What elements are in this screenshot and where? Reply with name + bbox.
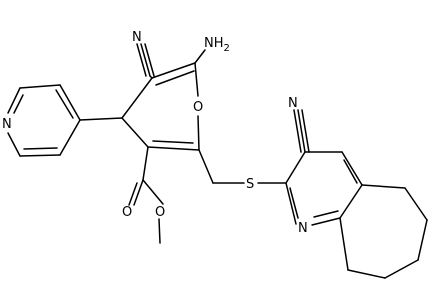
atom-n-ring-right: N — [298, 221, 308, 236]
pyridine-ring-left — [7, 84, 123, 157]
cycloheptane-ring — [339, 184, 428, 279]
atom-o-ester: O — [155, 205, 165, 220]
atom-n-pyridine: N — [2, 117, 12, 132]
atom-nh2-subscript: 2 — [224, 43, 230, 54]
atom-o-ring: O — [193, 100, 203, 115]
atom-nh2: NH2 — [204, 36, 230, 54]
cyano-group-right — [293, 109, 310, 153]
pyridine-ring-right — [285, 151, 363, 226]
atom-s-thioether: S — [246, 177, 254, 192]
amino-bond — [194, 49, 206, 64]
atom-nh2-label: NH — [204, 36, 224, 51]
thioether-linker — [198, 149, 287, 184]
pyran-ring — [121, 62, 200, 151]
atom-n-cyano-right: N — [288, 96, 298, 111]
ester-group — [128, 146, 164, 244]
cyano-group-top — [136, 43, 155, 79]
atom-o-carbonyl: O — [122, 205, 132, 220]
atom-n-cyano-top: N — [132, 30, 142, 45]
